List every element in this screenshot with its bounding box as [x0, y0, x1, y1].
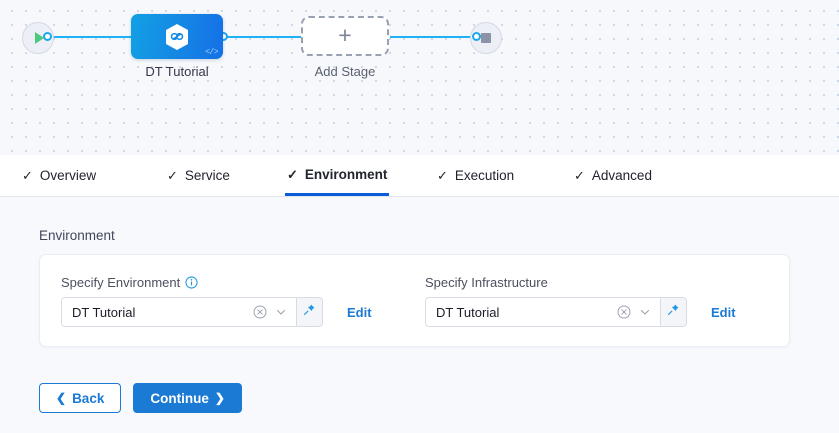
harness-hexagon-icon — [164, 23, 190, 51]
field-label: Specify Infrastructure — [425, 274, 548, 290]
connector-dot[interactable] — [472, 32, 481, 41]
info-circle-icon[interactable] — [185, 275, 198, 289]
pipeline-canvas[interactable]: </> DT Tutorial + Add Stage — [0, 0, 839, 155]
chevron-down-icon[interactable] — [639, 306, 651, 318]
infrastructure-select[interactable]: DT Tutorial — [425, 297, 661, 327]
infrastructure-select-value: DT Tutorial — [436, 304, 500, 320]
pipeline-edge — [390, 36, 476, 38]
check-icon: ✓ — [22, 168, 33, 183]
play-icon — [35, 32, 44, 44]
infrastructure-pin-button[interactable] — [661, 297, 687, 327]
tab-overview[interactable]: ✓ Overview — [20, 155, 98, 196]
stage-node-label: DT Tutorial — [145, 64, 209, 79]
specify-environment-label-row: Specify Environment — [61, 274, 372, 290]
chevron-down-icon[interactable] — [275, 306, 287, 318]
pipeline-stage-node[interactable]: </> — [131, 14, 223, 59]
tab-service[interactable]: ✓ Service — [165, 155, 232, 196]
check-icon: ✓ — [437, 168, 448, 183]
clear-circle-icon[interactable] — [253, 305, 267, 319]
clear-circle-icon[interactable] — [617, 305, 631, 319]
pipeline-edge — [223, 36, 301, 38]
check-icon: ✓ — [574, 168, 585, 183]
tab-advanced[interactable]: ✓ Advanced — [572, 155, 654, 196]
code-icon: </> — [205, 48, 218, 57]
plus-icon: + — [338, 21, 352, 48]
check-icon: ✓ — [167, 168, 178, 183]
footer-buttons: ❮ Back Continue ❯ — [39, 383, 242, 413]
connector-dot[interactable] — [43, 32, 52, 41]
add-stage-button[interactable]: + — [301, 16, 389, 56]
specify-infrastructure-label-row: Specify Infrastructure — [425, 274, 736, 290]
chevron-left-icon: ❮ — [56, 391, 67, 405]
pin-icon — [667, 303, 680, 321]
pin-icon — [303, 303, 316, 321]
back-button[interactable]: ❮ Back — [39, 383, 122, 413]
back-button-label: Back — [72, 390, 105, 406]
section-title: Environment — [39, 228, 115, 243]
environment-select[interactable]: DT Tutorial — [61, 297, 297, 327]
specify-environment-field: Specify Environment DT Tutorial — [61, 274, 372, 327]
continue-button[interactable]: Continue ❯ — [133, 383, 242, 413]
pipeline-edge — [46, 36, 136, 38]
field-label: Specify Environment — [61, 274, 181, 290]
environment-form-card: Specify Environment DT Tutorial — [39, 254, 790, 347]
tab-environment[interactable]: ✓ Environment — [285, 155, 390, 196]
tab-label: Advanced — [591, 168, 652, 183]
stop-icon — [481, 33, 491, 43]
specify-infrastructure-field: Specify Infrastructure DT Tutorial — [425, 274, 736, 327]
environment-select-value: DT Tutorial — [72, 304, 136, 320]
chevron-right-icon: ❯ — [214, 391, 225, 405]
tab-execution[interactable]: ✓ Execution — [435, 155, 516, 196]
add-stage-label: Add Stage — [314, 64, 376, 79]
check-icon: ✓ — [287, 166, 298, 182]
specify-environment-row: DT Tutorial — [61, 297, 372, 327]
infrastructure-edit-link[interactable]: Edit — [711, 304, 736, 320]
continue-button-label: Continue — [150, 390, 209, 406]
environment-pin-button[interactable] — [297, 297, 323, 327]
environment-edit-link[interactable]: Edit — [347, 304, 372, 320]
tab-label: Overview — [39, 168, 97, 183]
tab-label: Environment — [304, 166, 388, 182]
tab-label: Execution — [454, 168, 515, 183]
stage-tabs-bar: ✓ Overview ✓ Service ✓ Environment ✓ Exe… — [0, 155, 839, 197]
environment-panel: Environment Specify Environment DT Tutor… — [0, 197, 839, 433]
specify-infrastructure-row: DT Tutorial — [425, 297, 736, 327]
tab-label: Service — [184, 168, 230, 183]
